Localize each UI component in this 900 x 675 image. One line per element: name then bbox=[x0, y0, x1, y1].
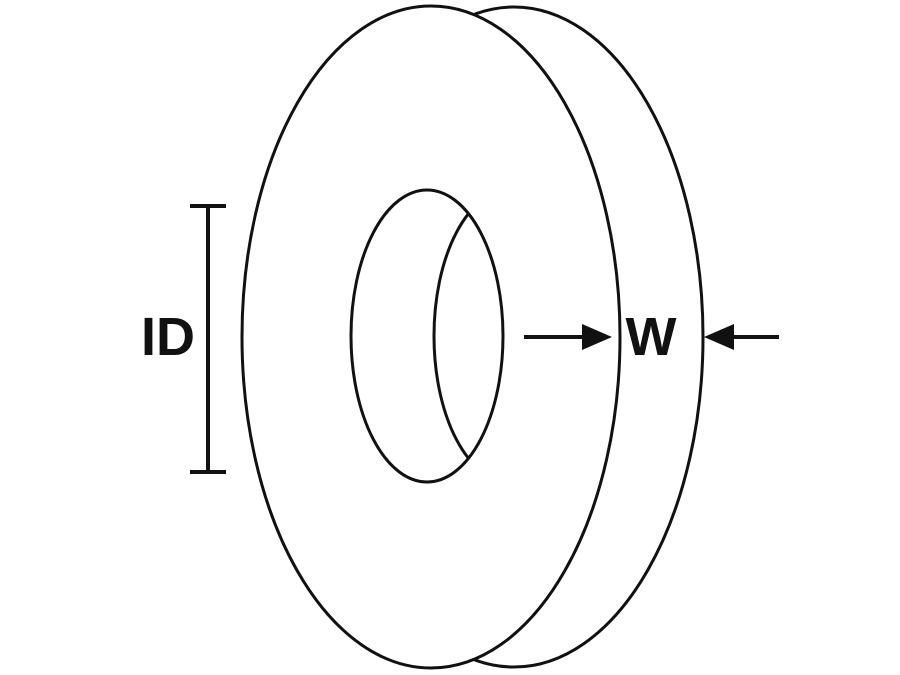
washer-hole-ellipse bbox=[349, 188, 505, 484]
w-label: W bbox=[626, 307, 677, 367]
w-arrow-left-head-icon bbox=[582, 324, 612, 350]
w-arrow-right-head-icon bbox=[704, 324, 734, 350]
id-label: ID bbox=[141, 307, 195, 367]
washer-hole-inner-wall-arc bbox=[432, 190, 503, 482]
